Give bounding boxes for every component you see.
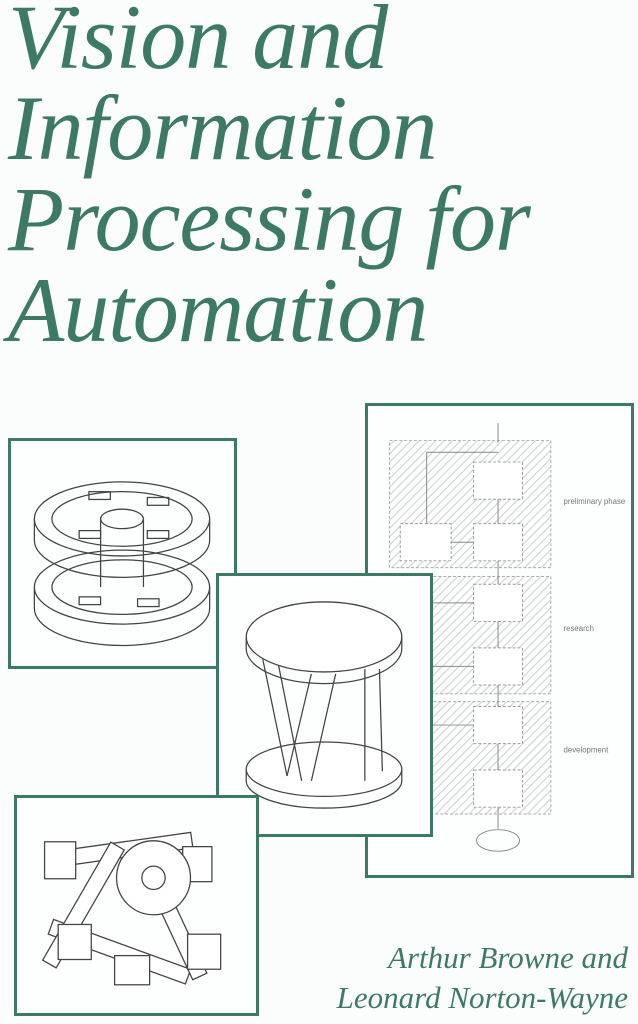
gear-mechanism-illustration bbox=[14, 795, 259, 1016]
title-line-1: Vision and bbox=[8, 0, 388, 88]
book-title: Vision and Information Processing for Au… bbox=[8, 0, 531, 361]
authors: Arthur Browne and bbox=[388, 940, 628, 976]
phase-label-development: development bbox=[564, 745, 610, 754]
ring-drawing bbox=[33, 481, 211, 647]
platform-illustration bbox=[216, 573, 433, 837]
title-line-3: Processing for bbox=[8, 168, 531, 270]
author-line-1: Arthur Browne and bbox=[388, 940, 628, 975]
title-line-4: Automation bbox=[8, 259, 428, 361]
platform-drawing bbox=[245, 601, 403, 809]
phase-label-research: research bbox=[564, 624, 594, 633]
authors-second: Leonard Norton-Wayne bbox=[337, 980, 628, 1016]
author-line-2: Leonard Norton-Wayne bbox=[336, 980, 628, 1015]
phase-label-preliminary: preliminary phase bbox=[564, 497, 626, 506]
mechanism-drawing bbox=[41, 831, 222, 986]
title-line-2: Information bbox=[8, 77, 438, 179]
double-ring-illustration bbox=[8, 438, 237, 669]
